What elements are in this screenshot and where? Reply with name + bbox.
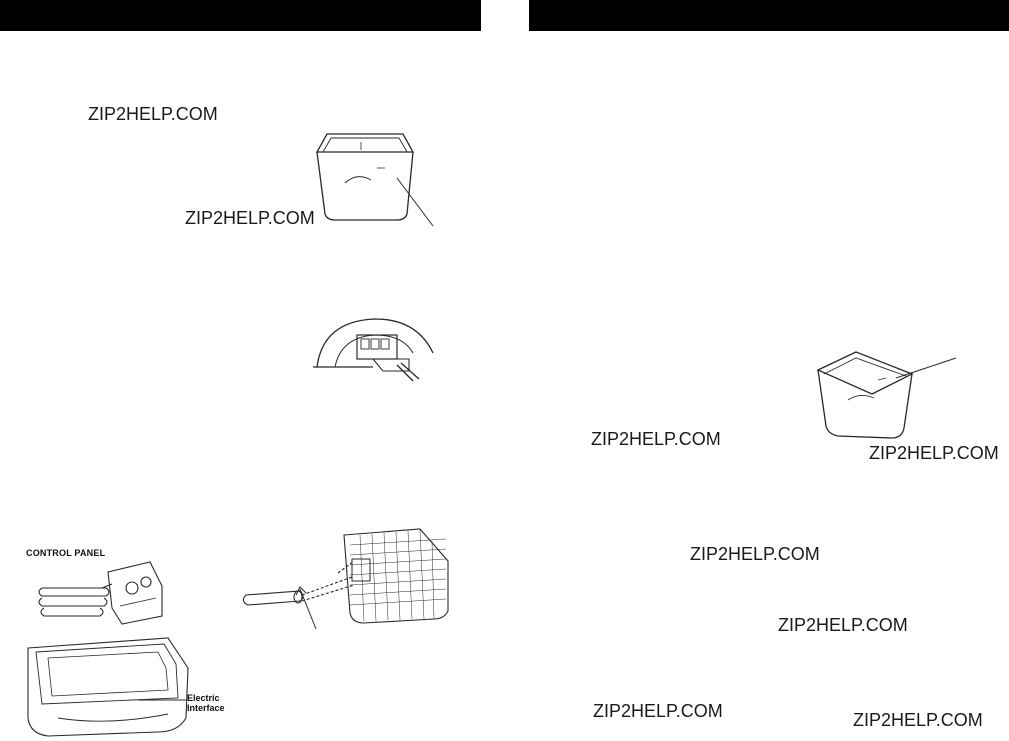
watermark-text: ZIP2HELP.COM xyxy=(778,615,908,635)
control-panel-illustration xyxy=(26,550,176,630)
basket-illustration xyxy=(240,525,455,635)
electric-interface-label-line2: Interface xyxy=(187,703,225,713)
oil-container-illustration xyxy=(305,128,440,228)
oil-container-illustration-right xyxy=(812,348,962,443)
watermark-text: ZIP2HELP.COM xyxy=(690,544,820,564)
control-panel-label: CONTROL PANEL xyxy=(26,548,106,558)
connector-illustration xyxy=(313,315,438,385)
watermark-text: ZIP2HELP.COM xyxy=(869,443,999,463)
watermark-text: ZIP2HELP.COM xyxy=(591,429,721,449)
fryer-base-illustration xyxy=(18,628,193,738)
header-bar-left xyxy=(0,0,481,31)
watermark-text: ZIP2HELP.COM xyxy=(593,701,723,721)
watermark-text: ZIP2HELP.COM xyxy=(185,208,315,228)
watermark-text: ZIP2HELP.COM xyxy=(853,710,983,730)
header-bar-right xyxy=(529,0,1009,31)
electric-interface-label: Electric Interface xyxy=(187,693,225,713)
electric-interface-label-line1: Electric xyxy=(187,693,220,703)
watermark-text: ZIP2HELP.COM xyxy=(88,104,218,124)
